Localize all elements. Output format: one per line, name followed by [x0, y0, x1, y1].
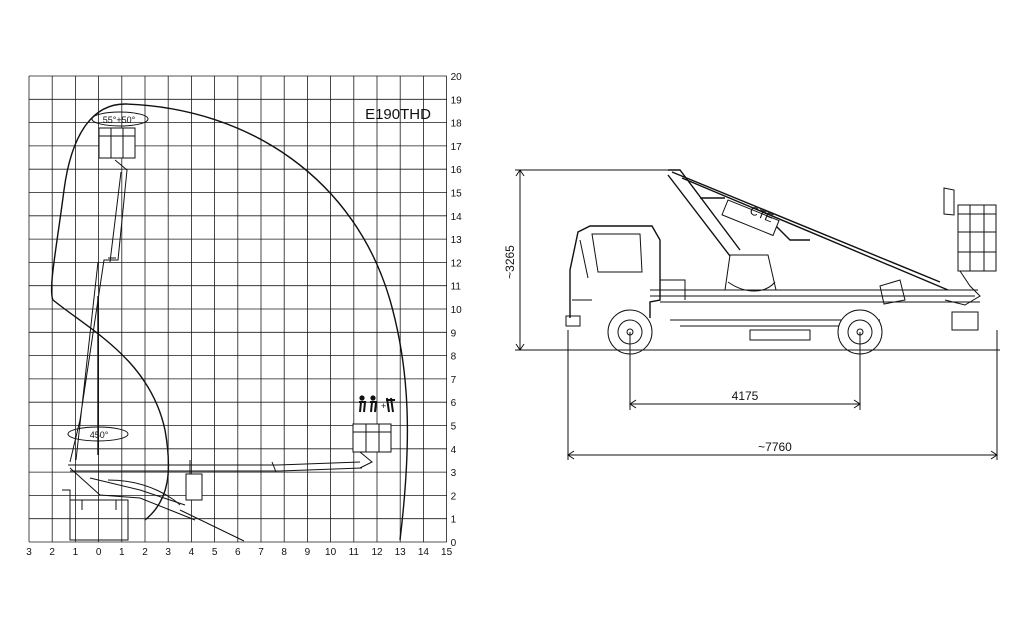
turret-rotation-label: 450°	[90, 430, 109, 440]
x-tick-label: 3	[26, 547, 32, 558]
x-tick-label: 7	[258, 547, 264, 558]
truck-cab	[569, 225, 661, 318]
base-outline	[62, 467, 196, 541]
x-tick-label: 1	[73, 547, 79, 558]
base-cylinder	[185, 473, 203, 501]
x-tick-label: 2	[49, 547, 55, 558]
basket-low	[352, 423, 392, 453]
y-tick-label: 3	[451, 468, 457, 479]
truck-chassis	[650, 279, 980, 341]
y-tick-label: 12	[451, 258, 463, 269]
x-tick-label: 2	[142, 547, 148, 558]
y-tick-label: 20	[451, 72, 463, 83]
y-tick-label: 16	[451, 165, 463, 176]
y-tick-label: 10	[451, 305, 463, 316]
x-tick-label: 11	[349, 547, 360, 558]
y-tick-label: 17	[451, 142, 463, 153]
x-tick-label: 5	[212, 547, 218, 558]
x-tick-label: 8	[281, 547, 287, 558]
y-tick-label: 18	[451, 119, 463, 130]
y-tick-label: 7	[451, 375, 457, 386]
x-tick-label: 3	[165, 547, 171, 558]
basket-top	[98, 127, 136, 159]
x-tick-label: 4	[189, 547, 195, 558]
model-title: E190THD	[365, 106, 431, 123]
x-tick-label: 12	[371, 547, 383, 558]
boom-horizontal	[68, 460, 363, 476]
capacity-icons: +	[359, 395, 395, 413]
y-tick-label: 19	[451, 95, 463, 106]
height-dimension	[515, 169, 525, 351]
y-tick-label: 13	[451, 235, 463, 246]
truck-turret	[724, 254, 777, 292]
x-tick-label: 15	[441, 547, 453, 558]
reference-lines	[515, 169, 1000, 351]
y-tick-label: 4	[451, 445, 457, 456]
x-tick-label: 13	[395, 547, 407, 558]
x-tick-label: 1	[119, 547, 125, 558]
x-tick-label: 10	[325, 547, 337, 558]
wheelbase-dimension	[629, 332, 861, 410]
length-label: ~7760	[758, 440, 792, 454]
truck-side-view: CTE ~3265 4175 ~7760	[503, 169, 1000, 460]
capacity-plus: +	[381, 401, 386, 411]
y-tick-label: 1	[451, 515, 457, 526]
y-tick-label: 0	[451, 538, 457, 549]
length-dimension	[567, 330, 998, 460]
reach-grid	[28, 75, 448, 543]
y-tick-label: 8	[451, 352, 457, 363]
x-tick-label: 14	[418, 547, 430, 558]
y-tick-label: 14	[451, 212, 463, 223]
y-tick-label: 5	[451, 422, 457, 433]
x-tick-label: 6	[235, 547, 241, 558]
x-tick-label: 0	[96, 547, 102, 558]
y-tick-label: 6	[451, 398, 457, 409]
wheelbase-label: 4175	[732, 389, 759, 403]
x-tick-label: 9	[305, 547, 311, 558]
basket-rotation-label: 55°+50°	[103, 115, 136, 125]
boom-vertical	[69, 159, 128, 463]
y-tick-label: 11	[451, 282, 462, 293]
y-tick-label: 9	[451, 328, 457, 339]
truck-basket	[957, 204, 997, 272]
y-tick-label: 15	[451, 189, 463, 200]
truck-boom	[667, 169, 949, 291]
boom-brand-plate	[721, 199, 780, 237]
height-label: ~3265	[503, 245, 517, 279]
turret-rotation-ellipse	[67, 426, 129, 442]
y-tick-label: 2	[451, 491, 457, 502]
reach-envelope-curve	[50, 103, 409, 541]
basket-rotation-ellipse	[91, 111, 149, 127]
